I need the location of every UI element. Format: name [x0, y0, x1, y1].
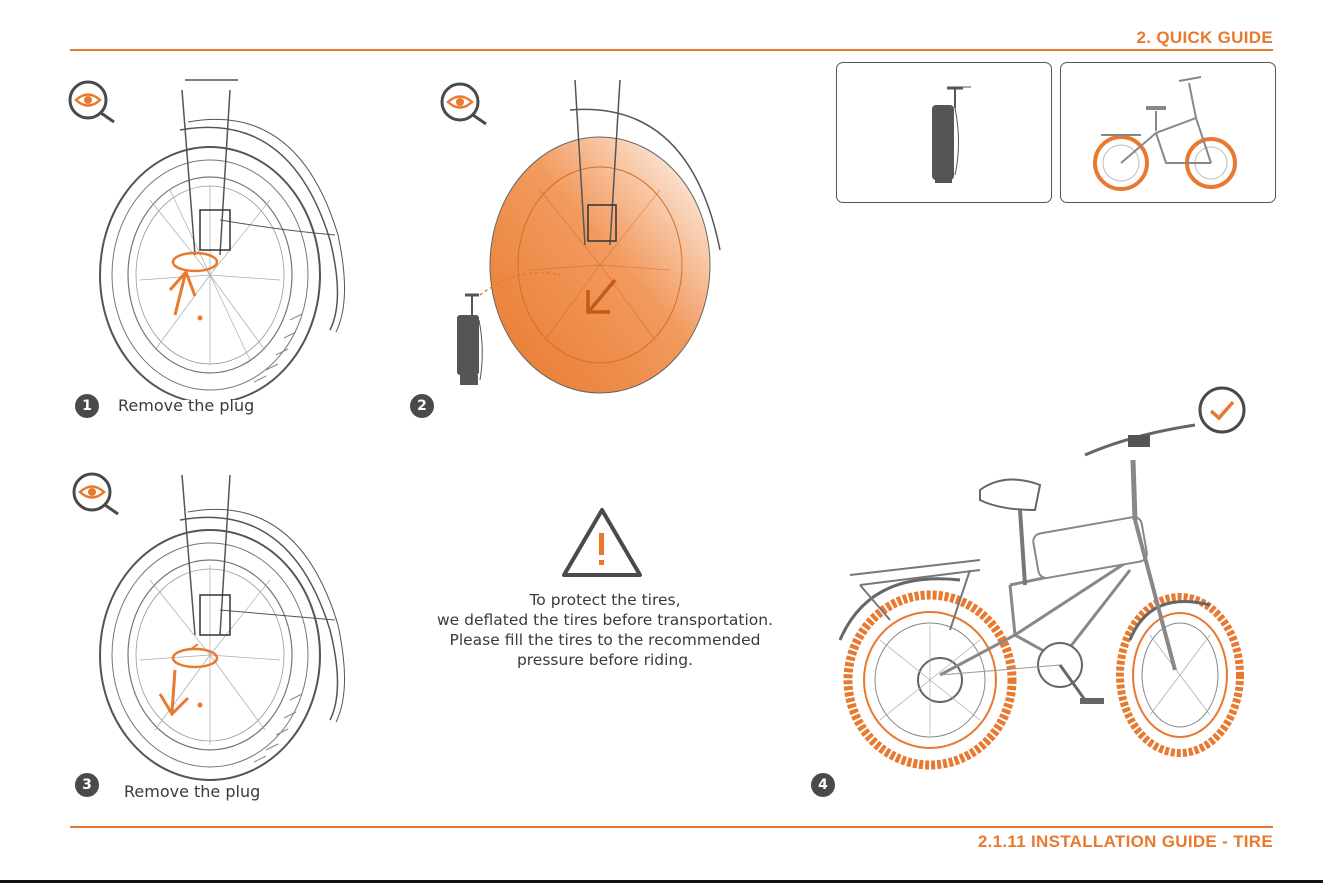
footer-rule — [70, 826, 1273, 828]
pump-panel — [836, 62, 1052, 203]
step-badge-2: 2 — [410, 394, 434, 418]
warning-line-4: pressure before riding. — [400, 650, 810, 670]
warning-line-3: Please fill the tires to the recommended — [400, 630, 810, 650]
header-rule — [70, 49, 1273, 51]
step-badge-4: 4 — [811, 773, 835, 797]
section-title: 2. QUICK GUIDE — [1137, 28, 1273, 48]
warning-line-2: we deflated the tires before transportat… — [400, 610, 810, 630]
pump-icon — [837, 63, 1051, 202]
step-label-1: Remove the plug — [118, 396, 254, 415]
step-badge-3: 3 — [75, 773, 99, 797]
page-title: 2.1.11 INSTALLATION GUIDE - TIRE — [978, 832, 1273, 852]
bike-illustration — [830, 410, 1250, 770]
step-label-3: Remove the plug — [124, 782, 260, 801]
magnifier-eye-icon — [440, 82, 490, 126]
warning-text: To protect the tires, we deflated the ti… — [400, 590, 810, 670]
magnifier-eye-icon — [72, 472, 122, 516]
bike-thumbnail — [1061, 63, 1275, 202]
step-badge-1: 1 — [75, 394, 99, 418]
check-circle-icon — [1197, 385, 1247, 435]
bike-thumbnail-panel — [1060, 62, 1276, 203]
warning-line-1: To protect the tires, — [400, 590, 810, 610]
warning-triangle-icon — [560, 505, 644, 579]
magnifier-eye-icon — [68, 80, 118, 124]
